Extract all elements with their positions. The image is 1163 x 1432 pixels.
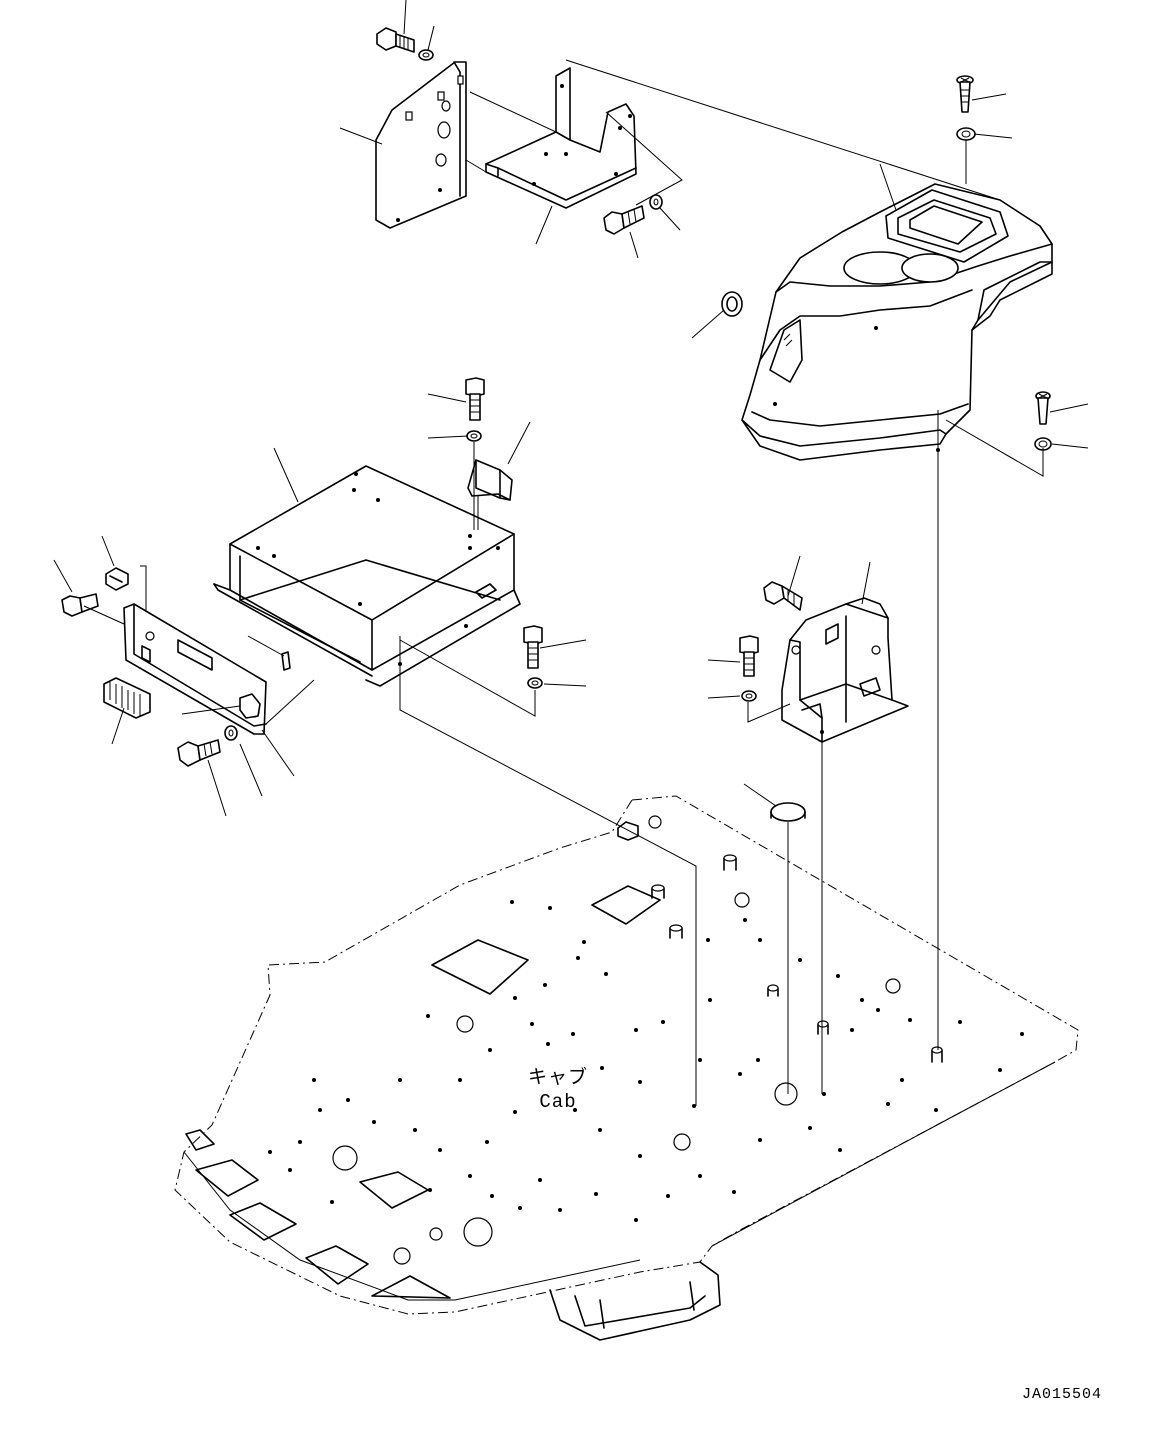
console-cover: [741, 183, 1053, 461]
connector-clip: [105, 567, 129, 591]
panel-bolt: [177, 725, 238, 767]
controller-box: [213, 465, 521, 687]
cab-label-en: Cab: [539, 1091, 577, 1113]
box-bolts: [465, 377, 543, 689]
cab-label: キャブ Cab: [528, 1066, 588, 1114]
grommet-washer: [721, 291, 743, 317]
floor-bosses: [651, 854, 943, 1063]
small-bolt-left: [61, 593, 99, 617]
bolt-center-top: [603, 194, 663, 235]
cab-label-jp: キャブ: [528, 1067, 589, 1089]
support-bracket-right: [781, 597, 909, 743]
bolt-top-left: [376, 27, 434, 61]
floor-plug-cap: [770, 802, 806, 822]
handle-grip: [103, 677, 151, 719]
floor-fitting: [617, 821, 639, 841]
console-screws: [956, 75, 1052, 451]
assembly-lines: [83, 59, 1044, 1106]
drawing-code: JA015504: [1022, 1386, 1103, 1403]
mounting-bracket-top: [485, 67, 637, 209]
hinge-bracket: [467, 459, 513, 501]
panel-knob: [239, 693, 261, 719]
side-panel-plate: [375, 61, 467, 229]
bracket-bolts-right: [739, 581, 803, 702]
floor-mounting-holes: [268, 900, 1024, 1222]
cab-floor-plate: [174, 795, 1079, 1341]
tag-strip: [281, 651, 291, 671]
leader-lines: [53, 0, 1089, 817]
